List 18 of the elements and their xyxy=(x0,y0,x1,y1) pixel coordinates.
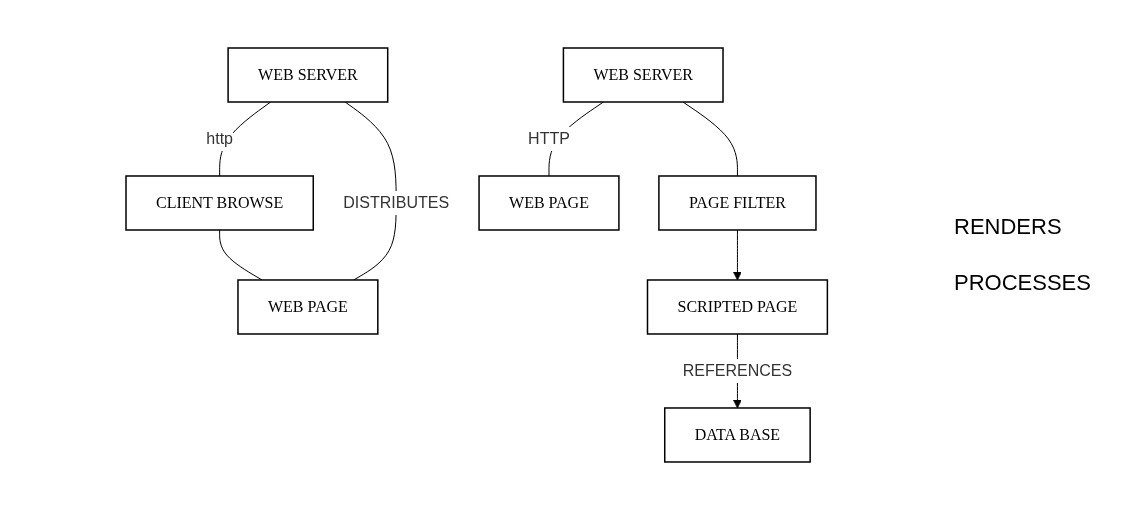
connector xyxy=(344,101,397,280)
node-box: WEB SERVER xyxy=(227,46,389,103)
node-box: DATA BASE xyxy=(664,406,812,463)
node-box: WEB SERVER xyxy=(562,46,725,103)
edge-label: REFERENCES xyxy=(683,361,793,379)
note-text: RENDERS xyxy=(954,213,1063,240)
node-box: WEB PAGE xyxy=(237,278,379,335)
connector xyxy=(682,101,739,176)
edge-label: http xyxy=(206,129,234,147)
connector xyxy=(219,229,263,280)
node-box: WEB PAGE xyxy=(478,174,620,231)
edge-label: HTTP xyxy=(528,129,571,147)
arrow xyxy=(733,229,743,280)
edge-label: DISTRIBUTES xyxy=(343,193,450,211)
note-text: PROCESSES xyxy=(954,269,1092,296)
node-box: SCRIPTED PAGE xyxy=(647,278,829,335)
node-box: PAGE FILTER xyxy=(658,174,817,231)
node-box: CLIENT BROWSE xyxy=(125,174,315,231)
